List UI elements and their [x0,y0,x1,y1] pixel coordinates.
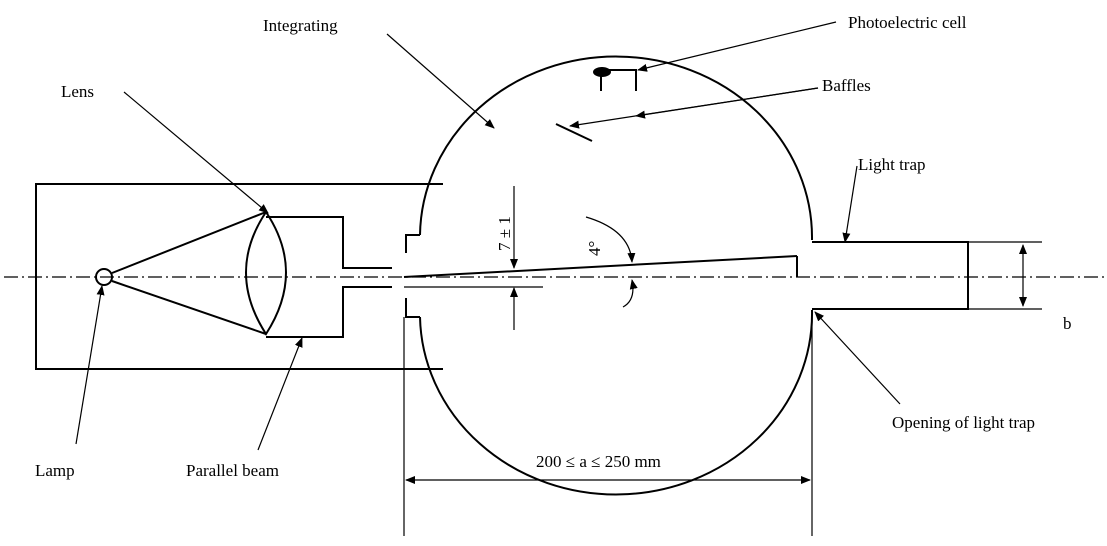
label-photoelectric-cell: Photoelectric cell [848,13,967,32]
label-integrating: Integrating [263,16,338,35]
label-dimension-a: 200 ≤ a ≤ 250 mm [536,452,661,471]
label-offset: 7 ± 1 [495,216,514,251]
angle-arc-upper [585,216,636,263]
leader-photocell [637,21,837,72]
sphere-wall-tab-lower [405,298,420,318]
baffle-left [555,123,593,142]
label-b: b [1063,314,1072,333]
beam-tube [266,216,392,338]
lens [245,210,287,336]
beam-upper [403,255,798,278]
sphere-wall-tab-upper [405,234,420,253]
label-angle: 4° [585,241,604,256]
photoelectric-cell [593,67,611,77]
label-baffles: Baffles [822,76,871,95]
integrating-sphere [419,55,814,496]
label-light-trap: Light trap [858,155,926,174]
label-opening-light-trap: Opening of light trap [892,413,1035,432]
label-lamp: Lamp [35,461,75,480]
label-lens: Lens [61,82,94,101]
photoelectric-cell-housing [600,69,637,91]
leader-lens [123,91,269,214]
leader-opening [814,311,901,405]
angle-arc-lower [622,279,638,308]
lamp-rays [111,211,267,335]
leader-baffle-2 [635,87,819,119]
leader-lamp [75,285,105,445]
label-parallel-beam: Parallel beam [186,461,279,480]
leader-parallel-beam [257,337,303,451]
leader-integrating [386,33,495,129]
leader-light-trap [842,165,858,243]
light-trap [812,241,969,310]
